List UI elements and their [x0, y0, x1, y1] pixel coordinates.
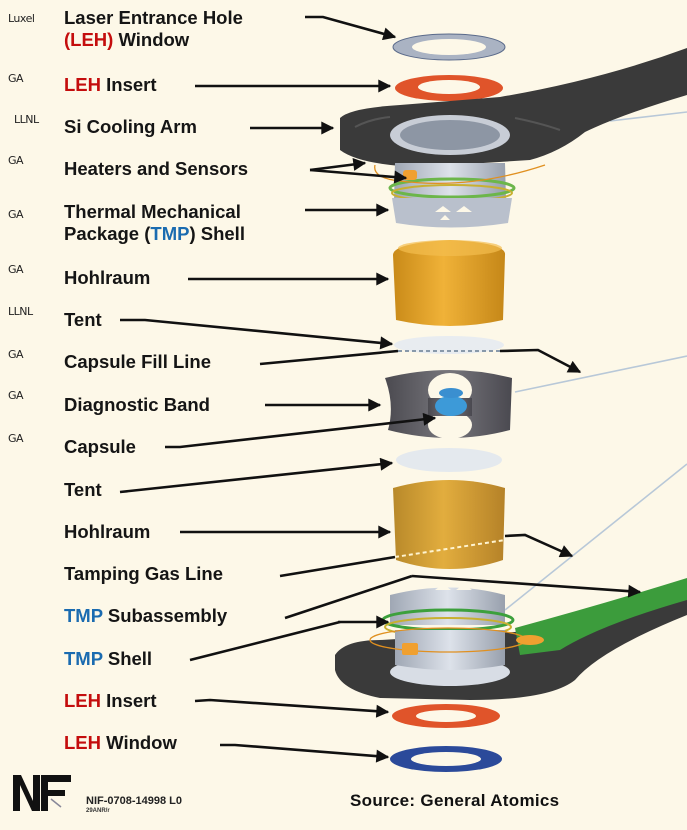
source-credit: Source: General Atomics [350, 791, 560, 810]
label-text: Hohlraum [64, 521, 151, 542]
label-text-red: (LEH) [64, 29, 114, 50]
arrow-leh-window-top [305, 15, 397, 41]
org-label: LLNL [8, 305, 33, 318]
label-text: Window [101, 732, 177, 753]
arrow-fill-line [499, 348, 582, 374]
document-number: NIF-0708-14998 L0 [86, 795, 182, 807]
label-tamping-gas-line: Tamping Gas Line [64, 563, 223, 585]
arrow-tmp-subassembly [411, 574, 642, 598]
tent-top [394, 336, 504, 354]
label-text: Tamping Gas Line [64, 563, 223, 584]
diagnostic-line [504, 111, 687, 611]
label-text: Capsule Fill Line [64, 351, 211, 372]
label-tmp-shell-bottom: TMP Shell [64, 648, 152, 670]
label-text-red: LEH [64, 732, 101, 753]
arrow-heaters-2 [309, 168, 408, 184]
si-cooling-arm-top [340, 48, 687, 167]
label-text: Tent [64, 309, 102, 330]
label-si-cooling-arm: Si Cooling Arm [64, 116, 197, 138]
si-cooling-arm-bottom [335, 578, 687, 700]
org-label: GA [8, 72, 24, 85]
label-text-red: LEH [64, 690, 101, 711]
arrow-leh-insert-bottom [194, 698, 390, 718]
arrow-tent-bottom [119, 457, 394, 494]
leh-insert-bottom [392, 704, 500, 728]
arrow-leh-window-bottom [220, 743, 390, 763]
leader-tmp-shell-bottom [189, 620, 341, 662]
label-text-red: LEH [64, 74, 101, 95]
hohlraum-top [393, 240, 506, 326]
label-text: ) Shell [189, 223, 245, 244]
tmp-shell-top [374, 163, 546, 228]
label-text: Si Cooling Arm [64, 116, 197, 137]
label-text: Hohlraum [64, 267, 151, 288]
org-label: GA [8, 432, 24, 445]
label-text: Diagnostic Band [64, 394, 210, 415]
leader-tmp-subassembly [284, 574, 413, 620]
arrow-tent-top [120, 318, 394, 350]
tmp-subassembly [369, 584, 544, 670]
label-text: Shell [102, 648, 153, 669]
leader-fill-line [259, 349, 399, 366]
label-leh-window-bottom: LEH Window [64, 732, 177, 754]
label-leh-window-top: Laser Entrance Hole (LEH) Window [64, 7, 243, 51]
org-label: Luxel [8, 12, 35, 25]
document-date: 29ANR/r [86, 808, 110, 814]
org-label: GA [8, 348, 24, 361]
leh-window-bottom [390, 746, 502, 772]
org-label: GA [8, 208, 24, 221]
label-tmp-subassembly: TMP Subassembly [64, 605, 227, 627]
label-text: Tent [64, 479, 102, 500]
label-tent-bottom: Tent [64, 479, 102, 501]
hohlraum-bottom [393, 480, 506, 569]
label-text-blue: TMP [64, 648, 103, 669]
label-diagnostic-band: Diagnostic Band [64, 394, 210, 416]
label-hohlraum-bottom: Hohlraum [64, 521, 150, 543]
leh-insert-top [395, 75, 503, 101]
label-text: Insert [101, 690, 157, 711]
capsule-top-shine [439, 388, 463, 398]
label-tmp-shell-top: Thermal Mechanical Package (TMP) Shell [64, 201, 245, 245]
label-tent-top: Tent [64, 309, 102, 331]
label-text: Capsule [64, 436, 136, 457]
leh-window-top [392, 33, 506, 61]
label-leh-insert-bottom: LEH Insert [64, 690, 157, 712]
label-capsule-fill-line: Capsule Fill Line [64, 351, 211, 373]
label-capsule: Capsule [64, 436, 136, 458]
arrow-tamping-gas [504, 533, 574, 558]
label-heaters-sensors: Heaters and Sensors [64, 158, 248, 180]
org-label: GA [8, 389, 24, 402]
capsule [435, 396, 467, 416]
label-leh-insert-top: LEH Insert [64, 74, 157, 96]
label-text: Laser Entrance Hole [64, 7, 243, 28]
leader-tamping-gas [279, 555, 396, 578]
org-label: GA [8, 263, 24, 276]
label-text: Insert [101, 74, 157, 95]
label-text: Subassembly [102, 605, 228, 626]
label-text: Thermal Mechanical [64, 201, 241, 222]
label-hohlraum-top: Hohlraum [64, 267, 150, 289]
tent-bottom [396, 448, 502, 472]
label-text-blue: TMP [150, 223, 190, 244]
org-label: GA [8, 154, 24, 167]
tamping-gas-line [394, 539, 506, 558]
label-text: Heaters and Sensors [64, 158, 249, 179]
arrow-capsule [165, 412, 437, 449]
arrow-heaters-1 [309, 158, 367, 172]
org-label: LLNL [14, 113, 39, 126]
nif-logo [13, 775, 71, 811]
label-text: Window [113, 29, 190, 50]
label-text-blue: TMP [64, 605, 103, 626]
label-text: Package ( [64, 223, 151, 244]
